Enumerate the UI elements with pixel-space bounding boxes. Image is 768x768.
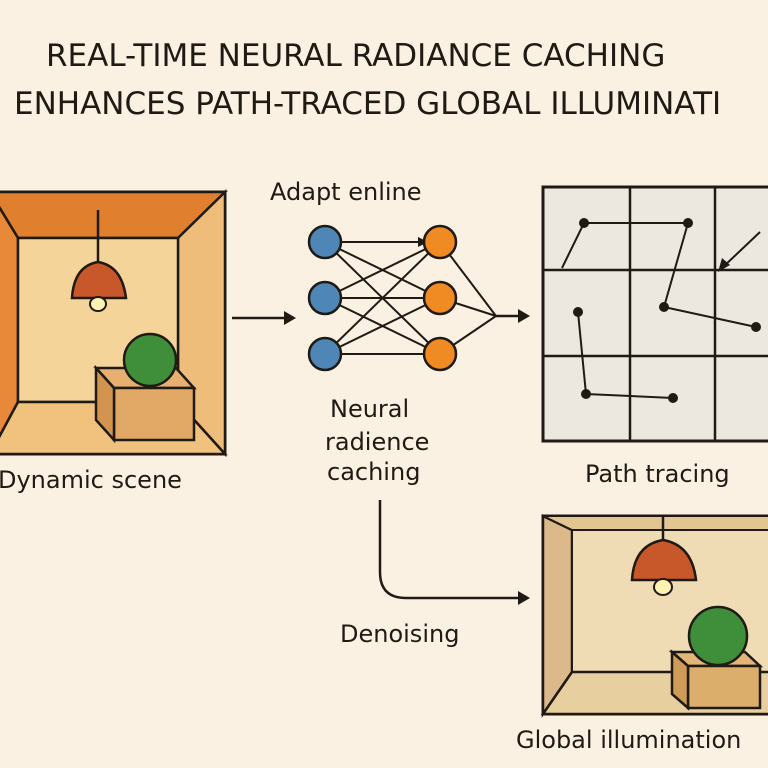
output-node-1 <box>422 224 458 260</box>
lamp-bulb-icon <box>89 296 107 312</box>
label-denoising: Denoising <box>340 620 460 648</box>
title-line-2: ENHANCES PATH-TRACED GLOBAL ILLUMINATI <box>14 86 722 122</box>
input-node-2 <box>307 280 343 316</box>
label-radiance: radience <box>325 428 430 456</box>
arrow-scene-to-network <box>232 311 296 325</box>
label-neural: Neural <box>330 395 410 423</box>
input-node-1 <box>307 224 343 260</box>
gi-lamp-bulb-icon <box>653 578 673 596</box>
arrow-network-to-grid <box>518 309 530 323</box>
output-node-3 <box>422 336 458 372</box>
gi-lamp-shade-icon <box>630 538 698 582</box>
green-sphere-icon <box>122 332 178 388</box>
label-dynamic-scene: Dynamic scene <box>0 466 182 494</box>
input-node-3 <box>307 336 343 372</box>
box-front <box>112 386 196 442</box>
global-illumination-panel <box>540 514 768 719</box>
label-path-tracing: Path tracing <box>585 460 730 488</box>
label-caching: caching <box>327 458 421 486</box>
gi-green-sphere-icon <box>687 605 749 667</box>
path-tracing-grid <box>541 185 768 443</box>
output-node-2 <box>422 280 458 316</box>
label-adapt-online: Adapt enline <box>270 178 422 206</box>
label-global-illumination: Global illumination <box>516 726 742 754</box>
neural-network <box>324 241 522 355</box>
dynamic-scene-panel <box>0 189 229 458</box>
lamp-shade-icon <box>70 260 128 300</box>
arrow-denoising <box>378 500 530 605</box>
title-line-1: REAL-TIME NEURAL RADIANCE CACHING <box>46 38 666 74</box>
box-side <box>94 364 116 444</box>
